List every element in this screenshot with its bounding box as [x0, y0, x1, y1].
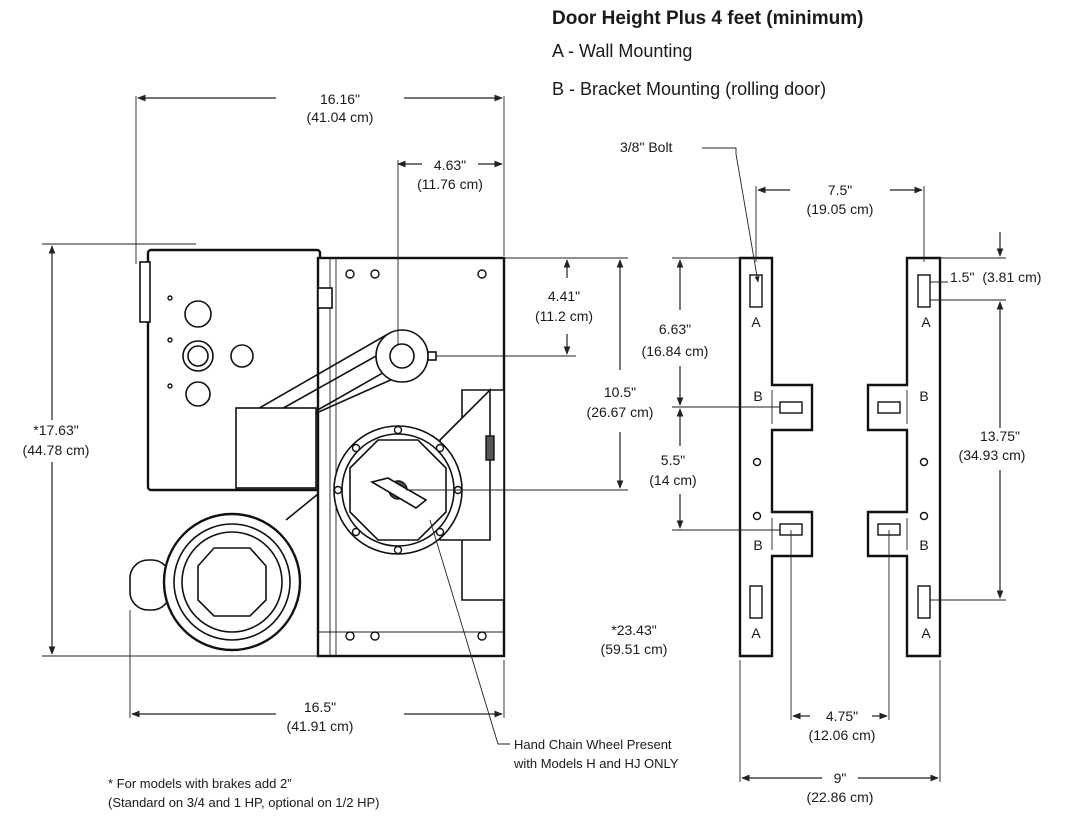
footnote-line2: (Standard on 3/4 and 1 HP, optional on 1… [108, 795, 380, 810]
wheel-key [369, 477, 428, 509]
label-a-top-right: A [921, 314, 931, 330]
drive-mount [235, 407, 317, 489]
knockout-3 [230, 344, 254, 368]
dim-overall-height-cm: (44.78 cm) [23, 442, 90, 458]
label-b-top-left: B [753, 388, 762, 404]
hand-chain-leader [429, 519, 510, 745]
dim-depth-cm: (59.51 cm) [601, 641, 668, 657]
dim-center-spacing-cm: (19.05 cm) [807, 201, 874, 217]
slot-a-bottom-right [917, 585, 931, 619]
bracket-dimensions: 3/8" Bolt 7.5" (19.05 cm) 6.63" (16.84 c… [620, 139, 1041, 805]
dim-overall-width-cm: (41.04 cm) [307, 109, 374, 125]
motor-endbell [197, 547, 267, 617]
slot-a-top-left [749, 274, 763, 308]
operator-drawing [129, 248, 506, 658]
label-b-bottom-right: B [919, 537, 928, 553]
control-box-flange [139, 261, 151, 323]
frame-hole-bl2 [370, 631, 380, 641]
dim-base-width: 16.5" [304, 699, 336, 715]
header: Door Height Plus 4 feet (minimum) A - Wa… [552, 8, 863, 99]
label-bolt: 3/8" Bolt [620, 139, 673, 155]
hand-chain-wheel [333, 425, 463, 555]
dim-base-width-cm: (41.91 cm) [287, 718, 354, 734]
label-a-top-left: A [751, 314, 761, 330]
frame-hole-bl [345, 631, 355, 641]
limit-bracket [317, 287, 333, 309]
callout-hand-chain-line1: Hand Chain Wheel Present [514, 737, 672, 752]
frame-hole-tl2 [370, 269, 380, 279]
knockout-4 [185, 381, 211, 407]
bolt-leader [702, 147, 760, 283]
driven-shaft [389, 343, 415, 369]
label-a-bottom-right: A [921, 625, 931, 641]
dim-shaft-height-cm: (11.2 cm) [535, 308, 593, 324]
slot-b-top-right [877, 401, 901, 414]
dim-overall-height: *17.63" [33, 422, 78, 438]
dim-b-spacing-cm: (14 cm) [649, 472, 696, 488]
dim-b-offset: 4.75" [826, 708, 858, 724]
dim-overall-width: 16.16" [320, 91, 360, 107]
label-b-top-right: B [919, 388, 928, 404]
dim-b-spacing: 5.5" [661, 452, 685, 468]
title-door-height: Door Height Plus 4 feet (minimum) [552, 8, 863, 29]
bracket-right: A B B A [866, 256, 942, 658]
bracket-left: A B B A [738, 256, 814, 658]
callout-hand-chain-line2: with Models H and HJ ONLY [513, 756, 679, 771]
bracket-left-outline [738, 256, 814, 658]
dim-top-a-cm: (3.81 cm) [982, 269, 1041, 285]
dim-bracket-width-cm: (22.86 cm) [807, 789, 874, 805]
dim-top-to-b: 6.63" [659, 321, 691, 337]
dim-b-offset-cm: (12.06 cm) [809, 727, 876, 743]
bracket-right-outline [866, 256, 942, 658]
dim-bracket-width: 9" [834, 770, 847, 786]
dim-sprocket-height: 10.5" [604, 384, 636, 400]
slot-a-top-right [917, 274, 931, 308]
dim-shaft-offset-cm: (11.76 cm) [417, 176, 483, 192]
operator-dimensions: 16.16" (41.04 cm) 4.63" (11.76 cm) 4.41"… [23, 91, 679, 771]
drive-chain [235, 329, 437, 489]
slot-a-bottom-left [749, 585, 763, 619]
label-a-bottom-left: A [751, 625, 761, 641]
footnote: * For models with brakes add 2” (Standar… [108, 776, 380, 810]
legend-bracket-mounting: B - Bracket Mounting (rolling door) [552, 79, 826, 99]
screw-1 [167, 295, 173, 301]
screw-2 [167, 337, 173, 343]
motor [129, 493, 319, 652]
dim-shaft-height: 4.41" [548, 288, 580, 304]
frame-hole-tr [477, 269, 487, 279]
dim-center-spacing: 7.5" [828, 182, 852, 198]
knockout-1 [184, 300, 212, 328]
label-b-bottom-left: B [753, 537, 762, 553]
screw-3 [167, 383, 173, 389]
footnote-line1: * For models with brakes add 2” [108, 776, 292, 791]
frame-hole-tl [345, 269, 355, 279]
dim-shaft-offset: 4.63" [434, 157, 466, 173]
dim-depth: *23.43" [611, 622, 656, 638]
dim-top-to-b-cm: (16.84 cm) [642, 343, 709, 359]
knockout-2-inner [187, 345, 209, 367]
legend-wall-mounting: A - Wall Mounting [552, 41, 692, 61]
dim-sprocket-height-cm: (26.67 cm) [587, 404, 654, 420]
frame-hole-br [477, 631, 487, 641]
dim-top-a: 1.5" (3.81 cm) [950, 269, 1041, 285]
mounting-brackets: A B B A A B B A [738, 256, 942, 658]
dim-a-spacing: 13.75" [980, 428, 1020, 444]
dim-a-spacing-cm: (34.93 cm) [959, 447, 1026, 463]
side-clip [485, 435, 495, 461]
slot-b-top-left [779, 401, 803, 414]
dim-top-a-in: 1.5" [950, 269, 974, 285]
